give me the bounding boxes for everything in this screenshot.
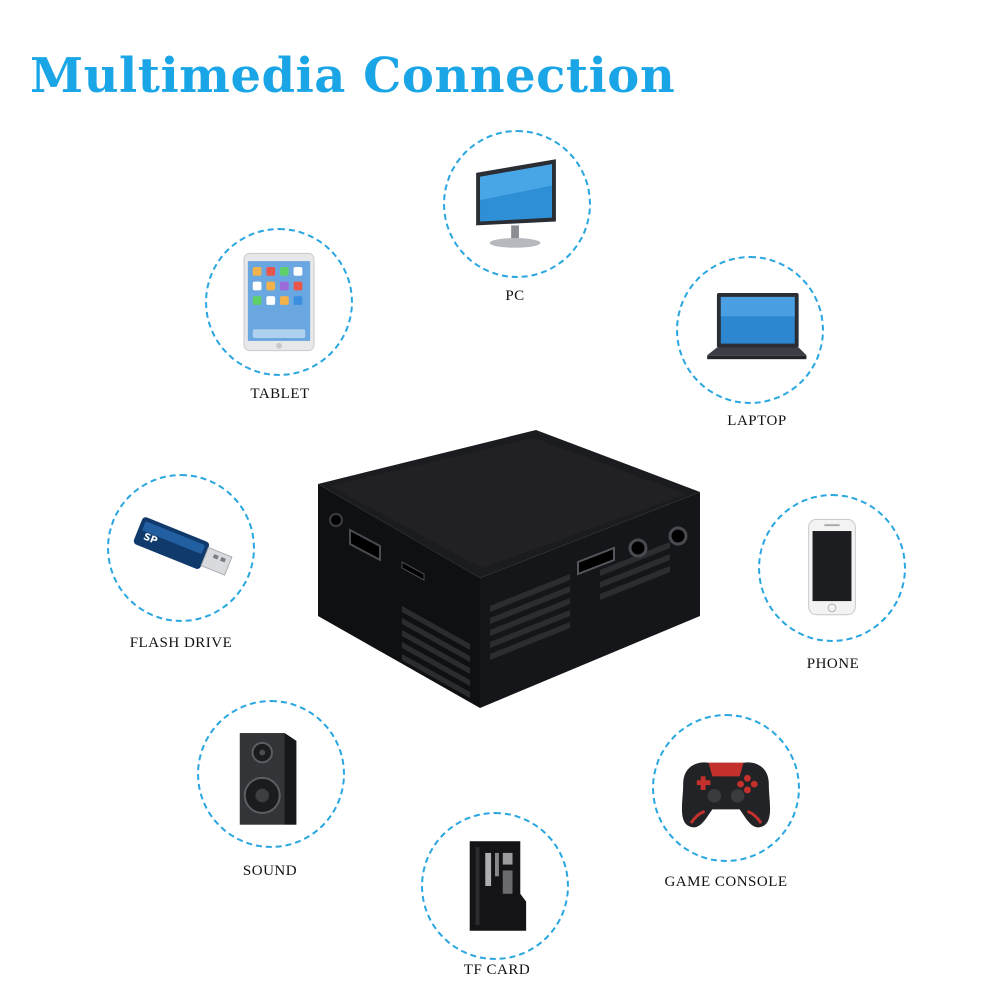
- sound-label: SOUND: [242, 863, 298, 879]
- game-console-label: GAME CONSOLE: [664, 874, 788, 890]
- usb-port-icon: [577, 546, 615, 576]
- hdmi-port-icon: [349, 528, 381, 562]
- pc-label: PC: [505, 288, 525, 304]
- smartphone-icon: [808, 518, 856, 616]
- power-button-icon: [329, 513, 343, 527]
- pc-circle: [443, 130, 591, 278]
- speaker-icon: [239, 733, 297, 825]
- monitor-icon: [476, 159, 556, 248]
- audio-jack-icon: [628, 538, 648, 558]
- usb-drive-icon: SP: [133, 517, 233, 576]
- svg-text:SP: SP: [142, 531, 159, 546]
- laptop-circle: [676, 256, 824, 404]
- phone-label: PHONE: [806, 656, 860, 672]
- laptop-icon: [707, 293, 807, 360]
- power-jack-icon: [668, 526, 688, 546]
- microsd-card-icon: [469, 841, 527, 931]
- mini-projector: [300, 420, 720, 720]
- tf-card-circle: [421, 812, 569, 960]
- tablet-icon: [243, 252, 315, 352]
- page-title: Multimedia Connection: [30, 48, 676, 104]
- laptop-label: LAPTOP: [727, 413, 787, 429]
- game-console-circle: [652, 714, 800, 862]
- tf-card-label: TF CARD: [463, 962, 531, 978]
- sound-circle: [197, 700, 345, 848]
- flash-drive-circle: SP: [107, 474, 255, 622]
- tablet-circle: [205, 228, 353, 376]
- gamepad-icon: [681, 762, 771, 828]
- tf-slot-icon: [401, 561, 425, 581]
- tablet-label: TABLET: [250, 386, 310, 402]
- phone-circle: [758, 494, 906, 642]
- mini-projector-icon: [318, 430, 700, 708]
- flash-drive-label: FLASH DRIVE: [129, 635, 233, 651]
